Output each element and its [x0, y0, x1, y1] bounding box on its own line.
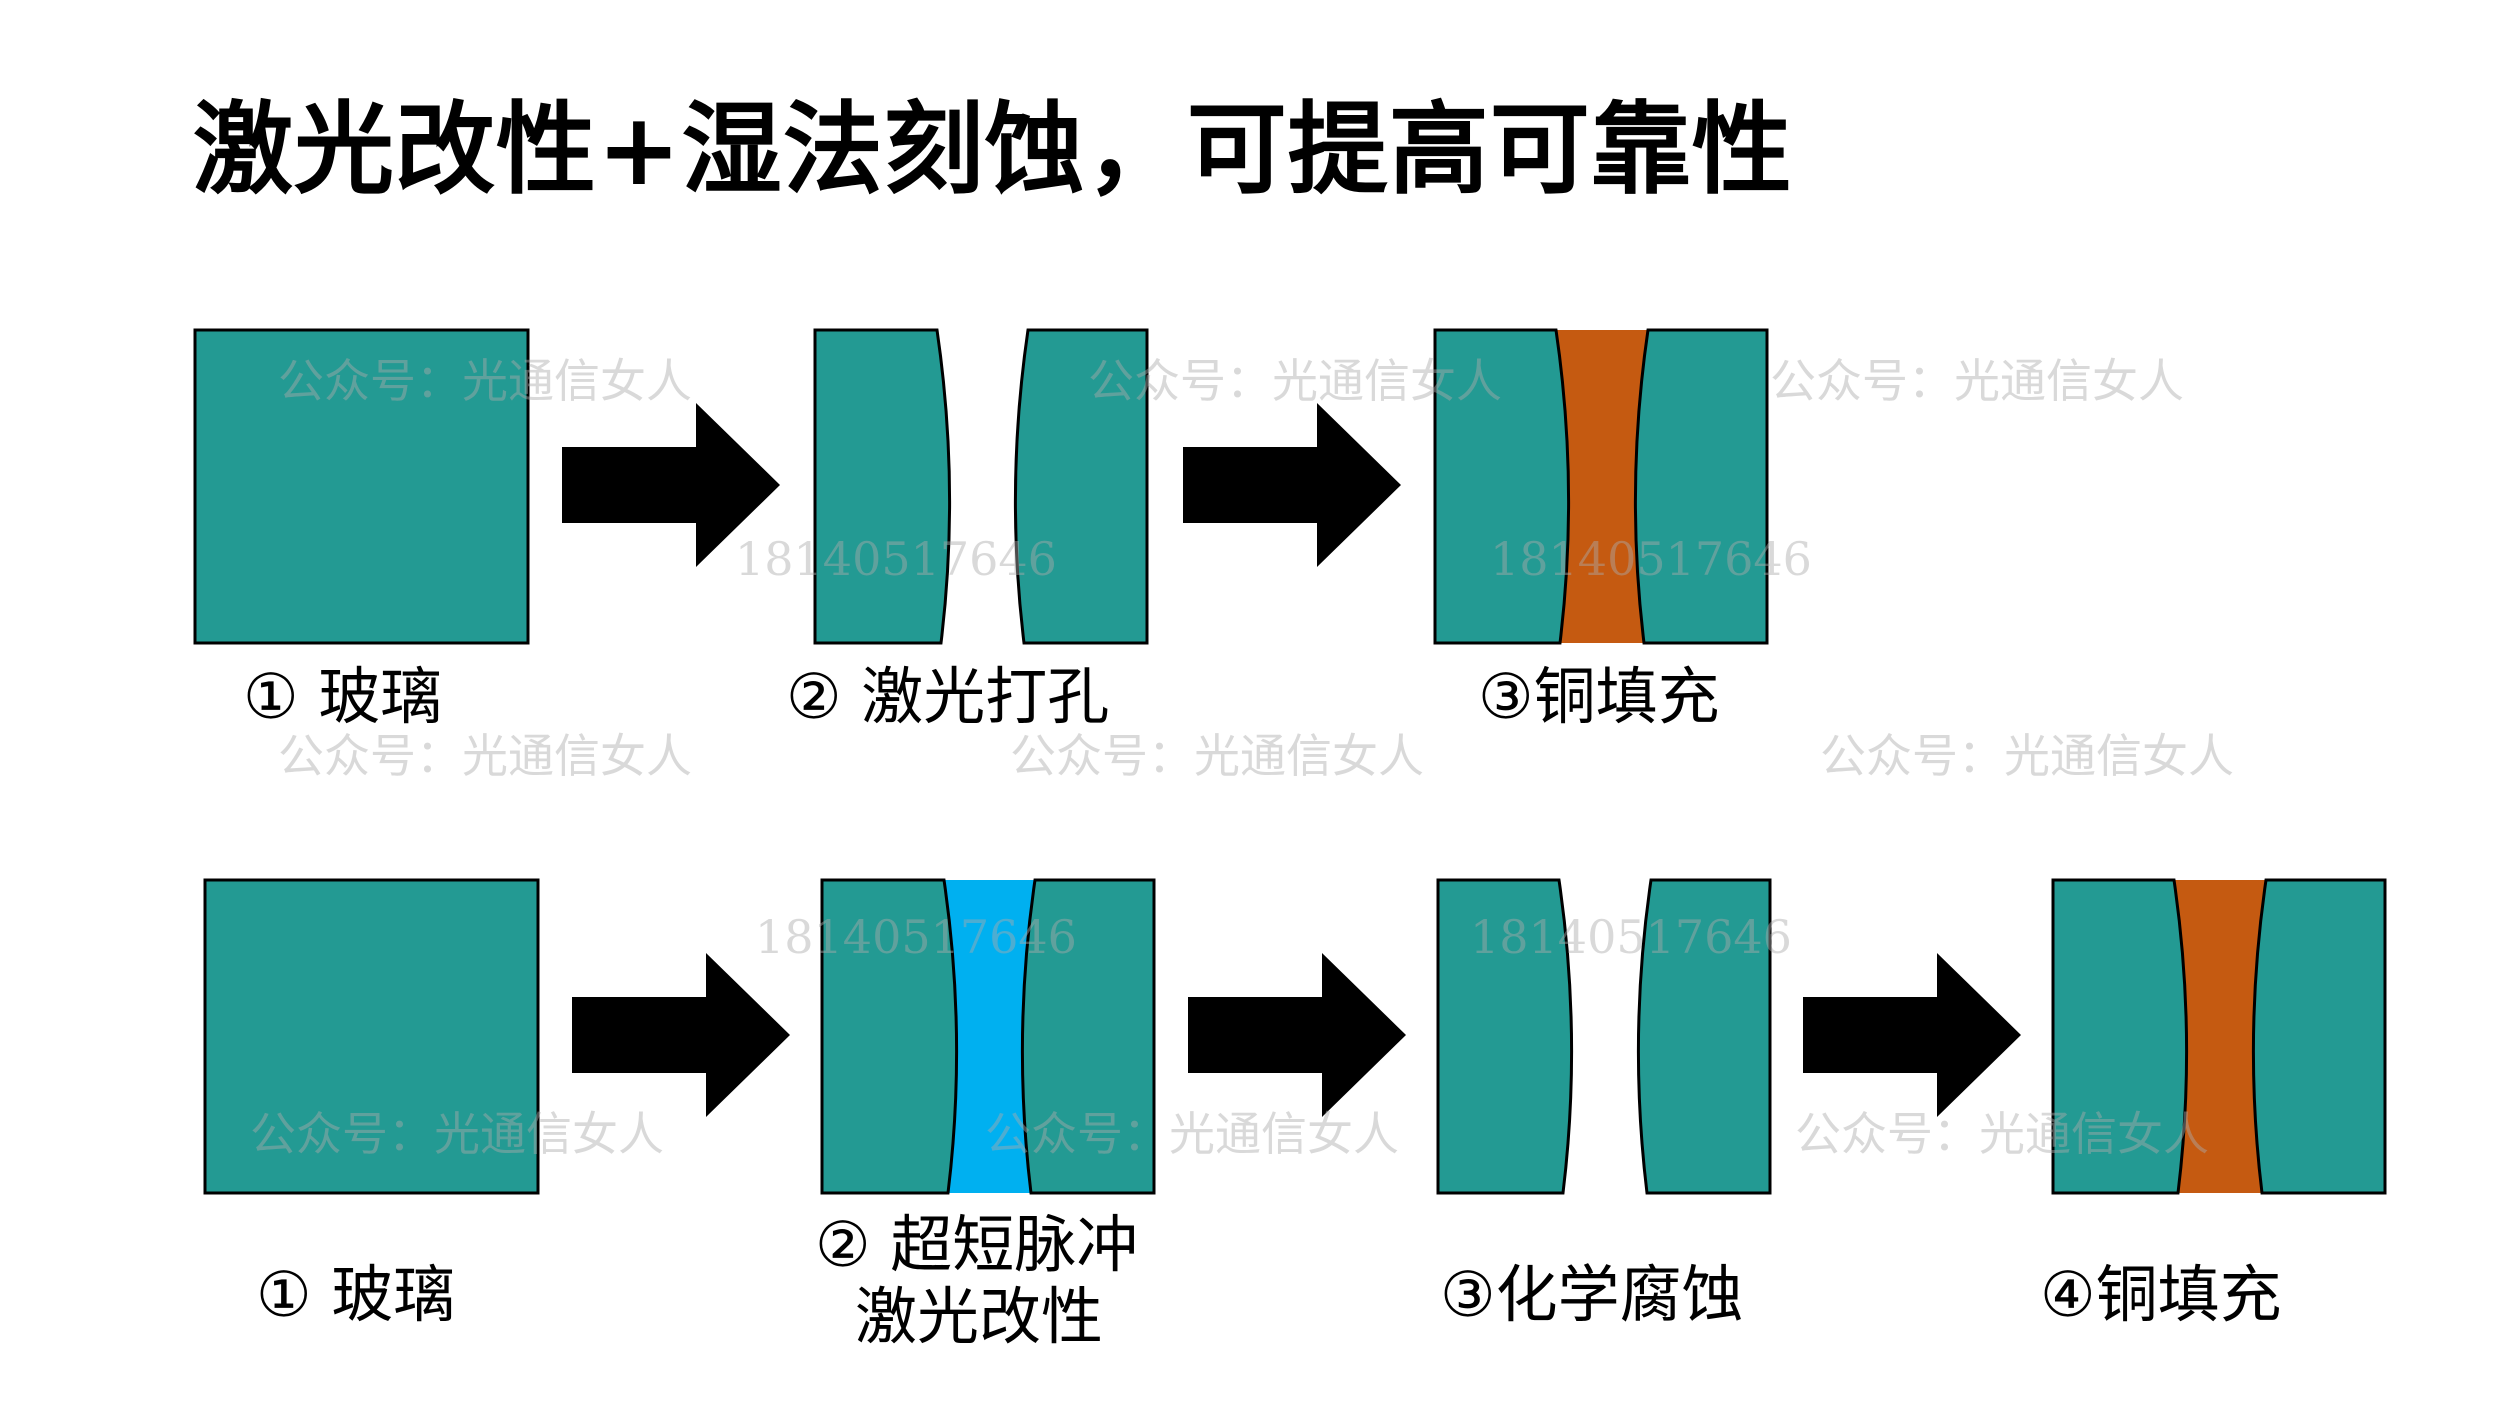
row2-step2-label-line2: 激光改性: [855, 1280, 1104, 1353]
row1-drilled-right-half: [1013, 328, 1149, 645]
row2-step1-label: ① 玻璃: [256, 1258, 456, 1331]
row2-modified-left-half: [820, 878, 959, 1195]
row2-step4-label: ④铜填充: [2040, 1258, 2282, 1331]
row2-arrow-1: [572, 953, 790, 1117]
row2-filled-left-half: [2051, 878, 2189, 1195]
row2-arrow-2: [1188, 953, 1406, 1117]
row1-arrow-2: [1183, 403, 1401, 567]
row2-modified-right-half: [1020, 878, 1156, 1195]
row2-step3-label: ③化学腐蚀: [1440, 1258, 1744, 1331]
row2-glass-block: [203, 878, 540, 1195]
row1-drilled-left-half: [813, 328, 952, 645]
slide-title: 激光改性+湿法刻蚀，可提高可靠性: [193, 91, 1793, 208]
row1-arrow-1: [562, 403, 780, 567]
row1-step3-label: ③铜填充: [1478, 660, 1720, 733]
row1-glass-block: [193, 328, 530, 645]
row2-filled-right-half: [2251, 878, 2387, 1195]
row2-etched-right-half: [1636, 878, 1772, 1195]
row1-step2-label: ② 激光打孔: [786, 660, 1110, 733]
row2-arrow-3: [1803, 953, 2021, 1117]
row2-step2-label-line1: ② 超短脉冲: [815, 1208, 1139, 1281]
row1-filled-left-half: [1433, 328, 1571, 645]
row1-step1-label: ① 玻璃: [243, 660, 443, 733]
row2-etched-left-half: [1436, 878, 1574, 1195]
row1-filled-right-half: [1633, 328, 1769, 645]
